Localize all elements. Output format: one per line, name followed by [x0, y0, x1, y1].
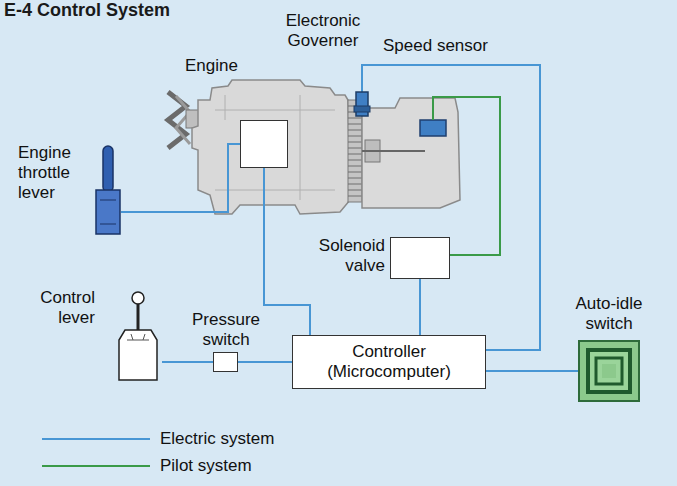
pressure-switch: Pressure switch	[213, 352, 238, 372]
switch-square	[590, 352, 628, 390]
diagram-title: E-4 Control System	[4, 0, 170, 20]
switch-square	[579, 341, 639, 401]
speed-sensor-icon	[354, 92, 370, 116]
controller-box: Controller (Microcomputer)	[292, 335, 486, 389]
shaft	[362, 150, 425, 152]
node-text: Controller (Microcomputer)	[304, 342, 474, 382]
switch-square	[586, 348, 632, 394]
joystick-boot	[127, 334, 149, 340]
engine-block	[192, 80, 350, 214]
joystick-stick	[137, 303, 140, 332]
legend-row: Electric system	[40, 428, 274, 450]
governor-box: Electronic Governer	[240, 120, 288, 168]
joystick-knob	[132, 292, 144, 304]
node-label: Electronic Governer	[268, 11, 378, 51]
lever-base	[96, 190, 120, 234]
legend-text: Electric system	[160, 428, 274, 450]
connector	[162, 361, 213, 363]
node-label: Pressure switch	[181, 310, 271, 350]
control-lever: Control lever	[117, 290, 162, 382]
switch-square	[602, 364, 616, 378]
lever-detail	[100, 200, 116, 224]
joystick-base	[119, 330, 157, 380]
node-label: Speed sensor	[383, 36, 488, 56]
connector	[433, 97, 500, 255]
connector	[121, 144, 240, 212]
connector	[419, 279, 421, 335]
node-label: Solenoid valve	[295, 236, 385, 276]
node-label: Control lever	[25, 288, 95, 328]
auto-idle-switch-icon	[578, 340, 640, 402]
connector	[238, 361, 292, 363]
legend-sample	[40, 455, 152, 477]
sensor-nut	[354, 106, 370, 112]
switch-square	[596, 358, 622, 384]
connector	[486, 370, 578, 372]
connector	[362, 65, 540, 350]
legend-row: Pilot system	[40, 455, 252, 477]
throttle-lever: Engine throttle lever	[95, 145, 121, 235]
legend-line	[42, 465, 150, 467]
legend-sample	[40, 428, 152, 450]
engine: Electronic GovernerEngine	[150, 60, 460, 218]
node-label: Engine	[185, 56, 238, 76]
engine-detail	[215, 95, 335, 200]
lever-stick	[103, 146, 113, 192]
legend-text: Pilot system	[160, 455, 252, 477]
auto-idle-switch: Auto-idle switch	[578, 340, 640, 402]
control-lever-icon	[117, 290, 162, 382]
solenoid-valve: Solenoid valve	[390, 237, 450, 279]
flywheel-ridges	[348, 106, 362, 196]
node-label: Engine throttle lever	[18, 143, 90, 203]
pilot-port	[420, 120, 446, 136]
node-label: Auto-idle switch	[564, 294, 654, 334]
throttle-lever-icon	[95, 145, 121, 235]
connector	[264, 168, 310, 335]
legend-line	[42, 438, 150, 440]
speed-sensor: Speed sensor	[354, 92, 370, 116]
pump-housing	[362, 98, 460, 208]
